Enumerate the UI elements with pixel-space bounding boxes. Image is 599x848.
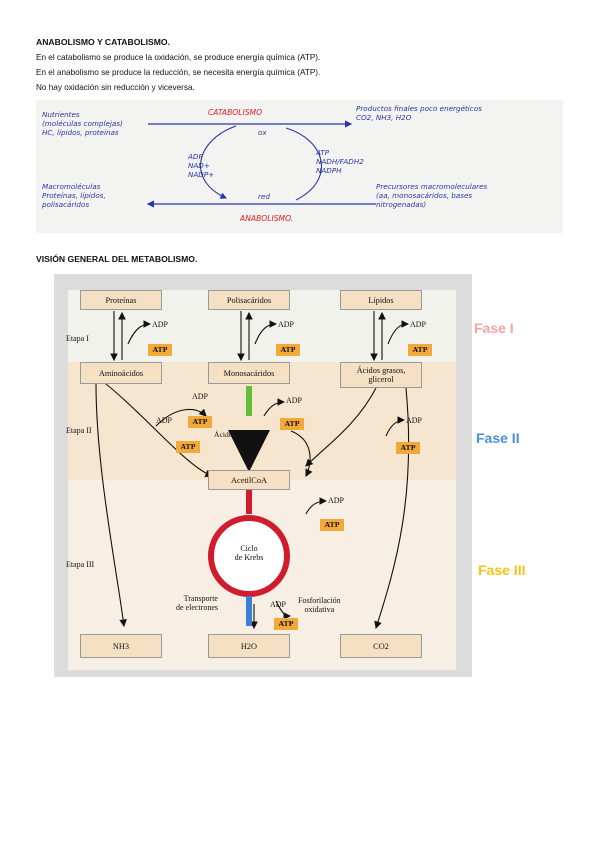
section-title-metabolismo: VISIÓN GENERAL DEL METABOLISMO. xyxy=(36,254,198,264)
adp-label-9: ADP xyxy=(270,600,287,609)
nutrientes-note: Nutrientes (moléculas complejas) HC, líp… xyxy=(42,110,123,137)
etapa-3-label: Etapa III xyxy=(66,560,95,569)
box-aminoacidos: Aminoácidos xyxy=(80,362,162,384)
section-title-anabolismo: ANABOLISMO Y CATABOLISMO. xyxy=(36,37,170,47)
productos-finales-note: Productos finales poco energéticos CO2, … xyxy=(356,104,482,122)
pathway-arrows xyxy=(95,311,410,630)
krebs-circle xyxy=(208,515,290,597)
atp-nadh-note: ATP NADH/FADH2 NADPH xyxy=(316,148,364,175)
atp-badge-5: ATP xyxy=(176,441,200,453)
atp-badge-7: ATP xyxy=(396,442,420,454)
paragraph-line-2: En el anabolismo se produce la reducción… xyxy=(36,68,321,77)
fase-3-label: Fase III xyxy=(478,562,526,578)
atp-badge-2: ATP xyxy=(276,344,300,356)
adp-label-2: ADP xyxy=(278,320,295,329)
metabolism-diagram: Proteínas Polisacáridos Lípidos ADP ATP … xyxy=(36,266,556,679)
etapa-2-label: Etapa II xyxy=(66,426,92,435)
adp-label-4: ADP xyxy=(192,392,209,401)
paragraph-line-1: En el catabolismo se produce la oxidació… xyxy=(36,53,321,62)
atp-badge-4: ATP xyxy=(188,416,212,428)
adp-label-1: ADP xyxy=(152,320,169,329)
transporte-label: Transporte de electrones xyxy=(176,594,218,612)
red-label: red xyxy=(258,192,270,201)
atp-badge-3: ATP xyxy=(408,344,432,356)
ox-label: ox xyxy=(258,128,267,137)
box-proteinas: Proteínas xyxy=(80,290,162,310)
box-h2o: H2O xyxy=(208,634,290,658)
adp-label-5: ADP xyxy=(156,416,173,425)
precursores-note: Precursores macromoleculares (aa, monosa… xyxy=(376,182,488,209)
atp-badge-8: ATP xyxy=(320,519,344,531)
anabolismo-label: ANABOLISMO. xyxy=(240,214,294,223)
atp-badge-6: ATP xyxy=(280,418,304,430)
box-acidos-grasos: Ácidos grasos, glicerol xyxy=(340,362,422,388)
paragraph-line-3: No hay oxidación sin reducción y vicever… xyxy=(36,83,195,92)
adp-label-3: ADP xyxy=(410,320,427,329)
atp-badge-9: ATP xyxy=(274,618,298,630)
adp-label-7: ADP xyxy=(406,416,423,425)
atp-badge-1: ATP xyxy=(148,344,172,356)
fase-2-label: Fase II xyxy=(476,430,520,446)
adp-nad-note: ADP NAD+ NADP+ xyxy=(188,152,215,179)
adp-label-8: ADP xyxy=(328,496,345,505)
box-acetilcoa: AcetilCoA xyxy=(208,470,290,490)
handwritten-diagram: Nutrientes (moléculas complejas) HC, líp… xyxy=(36,100,563,233)
fase-1-label: Fase I xyxy=(474,320,514,336)
krebs-label: Ciclo de Krebs xyxy=(234,544,264,562)
box-lipidos: Lípidos xyxy=(340,290,422,310)
handwritten-arrows xyxy=(146,120,376,208)
acido-piruvico-label: Ácido pirúvico xyxy=(214,430,260,439)
box-nh3: NH3 xyxy=(80,634,162,658)
etapa-1-label: Etapa I xyxy=(66,334,89,343)
box-monosacaridos: Monosacáridos xyxy=(208,362,290,384)
macromoleculas-note: Macromoléculas Proteínas, lípidos, polis… xyxy=(42,182,106,209)
fosforilacion-label: Fosforilación oxidativa xyxy=(298,596,341,614)
box-co2: CO2 xyxy=(340,634,422,658)
box-polisacaridos: Polisacáridos xyxy=(208,290,290,310)
catabolismo-label: CATABOLISMO xyxy=(208,108,263,117)
adp-label-6: ADP xyxy=(286,396,303,405)
